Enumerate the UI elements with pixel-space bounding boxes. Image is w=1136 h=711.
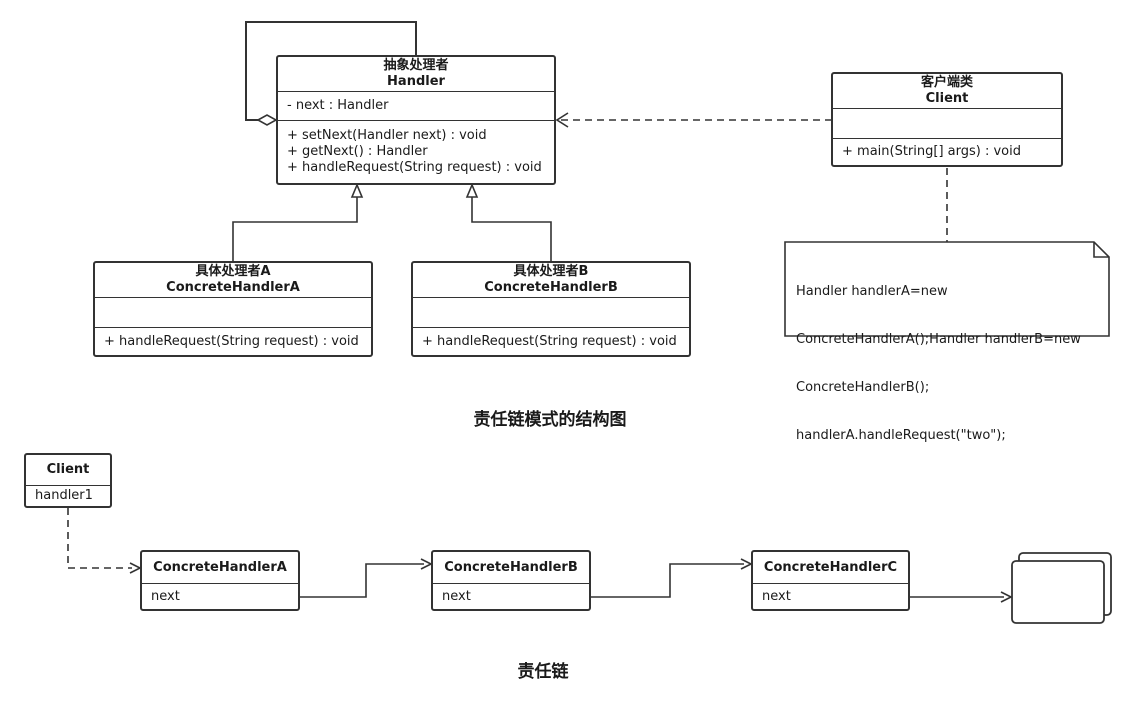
- generalization-arrow-a: [350, 182, 364, 198]
- concrete-a-methods: + handleRequest(String request) : void: [95, 328, 371, 355]
- concrete-b-attributes: [413, 298, 689, 328]
- chain-node-c-field: next: [762, 588, 791, 604]
- aggregation-diamond: [256, 114, 278, 126]
- generalization-line-a: [232, 197, 358, 262]
- chain-client-name: Client: [26, 455, 110, 486]
- note-line: Handler handlerA=new: [796, 284, 948, 299]
- chain-node-c-name: ConcreteHandlerC: [753, 552, 908, 584]
- client-class[interactable]: 客户端类 Client + main(String[] args) : void: [831, 72, 1063, 167]
- concrete-b-stereotype: 具体处理者B: [513, 264, 589, 279]
- concrete-b-name: ConcreteHandlerB: [484, 280, 618, 295]
- note-line: ConcreteHandlerB();: [796, 380, 930, 395]
- chain-node-c[interactable]: ConcreteHandlerC next: [751, 550, 910, 611]
- concrete-b-methods: + handleRequest(String request) : void: [413, 328, 689, 355]
- chain-node-a-field: next: [151, 588, 180, 604]
- handler-stereotype: 抽象处理者: [383, 58, 449, 73]
- handler-method: + setNext(Handler next) : void: [287, 128, 487, 143]
- concrete-a-header: 具体处理者A ConcreteHandlerA: [95, 263, 371, 298]
- handler-method: + getNext() : Handler: [287, 144, 428, 159]
- chain-link-b-c: [590, 563, 744, 598]
- chain-node-a-name: ConcreteHandlerA: [142, 552, 298, 584]
- client-method: + main(String[] args) : void: [842, 144, 1021, 159]
- chain-node-b-name: ConcreteHandlerB: [433, 552, 589, 584]
- note-fold: [1093, 242, 1109, 258]
- handler-class[interactable]: 抽象处理者 Handler - next : Handler + setNext…: [276, 55, 556, 185]
- concrete-handler-b-class[interactable]: 具体处理者B ConcreteHandlerB + handleRequest(…: [411, 261, 691, 357]
- chain-node-b[interactable]: ConcreteHandlerB next: [431, 550, 591, 611]
- client-stereotype: 客户端类: [920, 75, 973, 90]
- handler-attributes: - next : Handler: [278, 92, 554, 121]
- structure-diagram-caption: 责任链模式的结构图: [473, 410, 627, 430]
- note-shape: [784, 241, 1110, 337]
- concrete-a-method: + handleRequest(String request) : void: [104, 333, 359, 349]
- chain-arrowhead-c-next: [1000, 591, 1013, 603]
- concrete-a-attributes: [95, 298, 371, 328]
- concrete-a-name: ConcreteHandlerA: [166, 280, 300, 295]
- client-name: Client: [925, 91, 969, 106]
- client-attributes: [833, 109, 1061, 139]
- self-aggregation-line: [245, 21, 417, 121]
- handler-class-header: 抽象处理者 Handler: [278, 57, 554, 92]
- client-class-header: 客户端类 Client: [833, 74, 1061, 109]
- chain-client-field: handler1: [35, 488, 93, 503]
- note-line: ConcreteHandlerA();Handler handlerB=new: [796, 332, 1081, 347]
- generalization-line-b: [471, 197, 552, 262]
- chain-client-link: [67, 508, 132, 569]
- generalization-arrow-b: [465, 182, 479, 198]
- chain-caption: 责任链: [517, 662, 569, 682]
- handler-method: + handleRequest(String request) : void: [287, 160, 542, 175]
- chain-client-box[interactable]: Client handler1: [24, 453, 112, 508]
- chain-node-a[interactable]: ConcreteHandlerA next: [140, 550, 300, 611]
- concrete-b-header: 具体处理者B ConcreteHandlerB: [413, 263, 689, 298]
- client-methods: + main(String[] args) : void: [833, 139, 1061, 165]
- handler-attribute: - next : Handler: [287, 98, 389, 113]
- chain-link-a-b: [299, 563, 424, 598]
- concrete-b-method: + handleRequest(String request) : void: [422, 333, 677, 349]
- handler-name: Handler: [387, 74, 445, 89]
- concrete-handler-a-class[interactable]: 具体处理者A ConcreteHandlerA + handleRequest(…: [93, 261, 373, 357]
- more-handlers-front: [1011, 560, 1105, 624]
- chain-node-b-field: next: [442, 588, 471, 604]
- concrete-a-stereotype: 具体处理者A: [195, 264, 271, 279]
- dependency-arrowhead: [555, 112, 569, 128]
- client-code-note: Handler handlerA=new ConcreteHandlerA();…: [796, 252, 1081, 460]
- note-line: handlerA.handleRequest("two");: [796, 428, 1006, 443]
- handler-methods: + setNext(Handler next) : void + getNext…: [278, 121, 554, 183]
